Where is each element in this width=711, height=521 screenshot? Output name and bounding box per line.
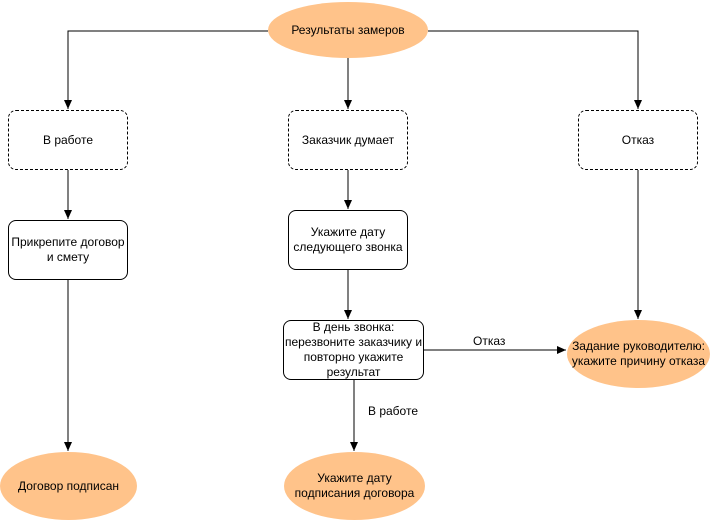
node-attach-contract: Прикрепите договор и смету [8,220,128,280]
edge-label-in-work: В работе [366,404,421,418]
node-in-work: В работе [8,110,128,170]
node-manager-task: Задание руководителю: укажите причину от… [567,320,710,388]
edge-results-to-in-work [64,30,268,109]
node-refusal: Отказ [578,110,698,170]
edge-results-to-refusal [428,30,642,109]
edge-label-refusal: Отказ [471,334,508,348]
node-measurement-results: Результаты замеров [268,2,428,58]
node-next-call-date: Укажите дату следующего звонка [288,210,408,270]
node-client-thinking: Заказчик думает [288,110,408,170]
node-call-day: В день звонка: перезвоните заказчику и п… [283,320,424,380]
node-signing-date: Укажите дату подписания договора [284,452,425,520]
node-contract-signed: Договор подписан [0,452,137,520]
